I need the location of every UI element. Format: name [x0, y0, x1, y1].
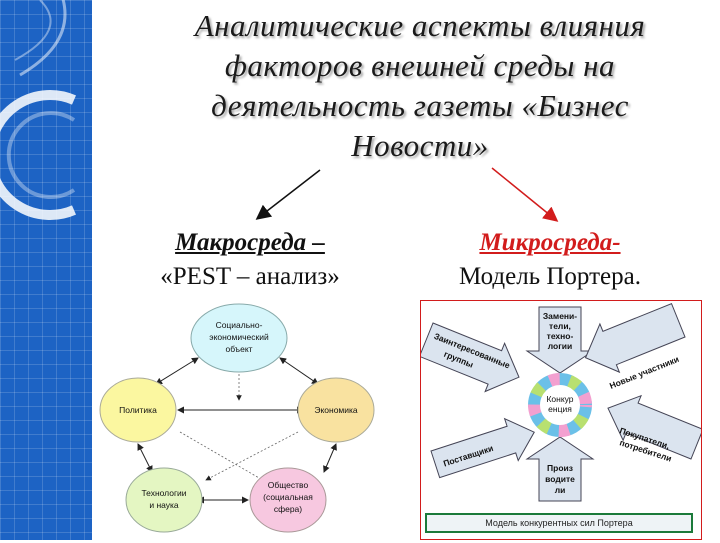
porter-substitutes-arrow: Замени- тели, техно- логии [525, 306, 595, 374]
porter-substitutes-label: логии [548, 341, 572, 351]
node-tech-label: и наука [149, 500, 179, 510]
arrow-to-micro [491, 167, 559, 222]
porter-suppliers-arrow: Поставщики [430, 417, 535, 479]
title-line: Новости» [351, 128, 489, 163]
porter-substitutes-label: Замени- [543, 311, 577, 321]
arrow-to-macro [255, 169, 321, 220]
node-society-label: сфера) [274, 504, 302, 514]
porter-producers-label: ли [555, 485, 566, 495]
porter-center-label: енция [548, 404, 572, 414]
link-politics-society-dashed [179, 431, 267, 483]
porter-center-label: Конкур [546, 394, 573, 404]
node-tech-label: Технологии [141, 488, 186, 498]
title-line: Аналитические аспекты влияния [194, 8, 646, 43]
porter-diagram-panel: Замени- тели, техно- логии Заинтересован… [418, 300, 704, 540]
porter-substitutes-label: тели, [549, 321, 571, 331]
node-politics-label: Политика [119, 405, 157, 415]
node-technology: Технологии и наука [125, 467, 203, 533]
porter-caption: Модель конкурентных сил Портера [425, 513, 693, 533]
porter-producers-arrow: Произ водите ли [525, 436, 595, 502]
node-society-label: (социальная [263, 492, 313, 502]
micro-subheading: Модель Портера. [459, 263, 641, 290]
micro-heading: Микросреда- [479, 229, 621, 256]
node-socio-label: Социально- [216, 320, 263, 330]
porter-producers-label: Произ [547, 463, 573, 473]
link-politics-tech [137, 443, 153, 473]
node-economy-label: Экономика [314, 405, 358, 415]
porter-interest-groups-arrow: Заинтересованные группы [418, 322, 520, 393]
micro-label: Микросреда- Модель Портера. [410, 226, 690, 294]
porter-producers-label: водите [545, 474, 575, 484]
porter-diagram: Замени- тели, техно- логии Заинтересован… [418, 302, 704, 502]
band-swirl-graphic [0, 0, 76, 220]
node-socio-label: экономический [209, 332, 269, 342]
macro-label: Макросреда – «PEST – анализ» [110, 226, 390, 294]
porter-competition-cycle: Конкур енция [528, 373, 592, 437]
porter-new-entrants-arrow [584, 302, 686, 374]
node-society: Общество (социальная сфера) [249, 467, 327, 533]
link-economy-tech-dashed [205, 431, 299, 481]
pest-diagram-panel: Социально- экономический объект Политика… [98, 300, 376, 538]
link-socio-politics [155, 357, 199, 385]
slide-title: Аналитические аспекты влияния факторов в… [140, 6, 700, 166]
title-line: факторов внешней среды на [224, 48, 616, 83]
porter-substitutes-label: техно- [547, 331, 574, 341]
pest-diagram: Социально- экономический объект Политика… [99, 303, 375, 533]
node-economy: Экономика [297, 377, 375, 443]
node-society-label: Общество [268, 480, 309, 490]
macro-heading: Макросреда – [175, 229, 325, 256]
title-line: деятельность газеты «Бизнес [211, 88, 629, 123]
porter-buyers-arrow [607, 394, 704, 460]
node-socio-label: объект [225, 344, 252, 354]
link-socio-economy [279, 357, 319, 385]
node-socio-economic-object: Социально- экономический объект [190, 303, 288, 373]
node-politics: Политика [99, 377, 177, 443]
decorative-band [0, 0, 92, 540]
link-economy-society [323, 443, 337, 473]
macro-subheading: «PEST – анализ» [160, 263, 340, 290]
